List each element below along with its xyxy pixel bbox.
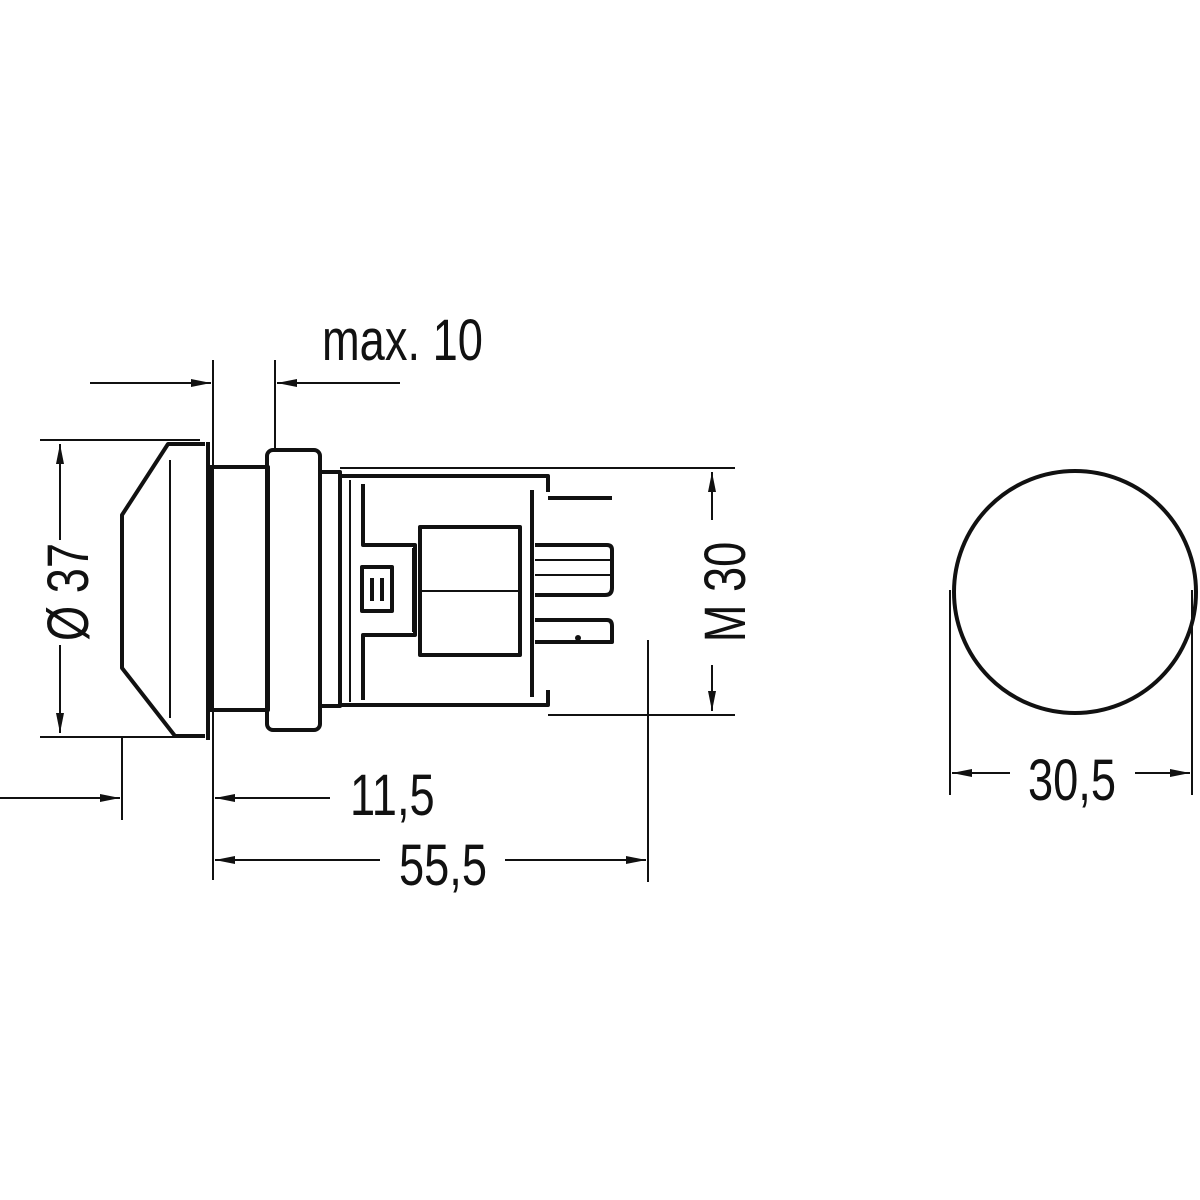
cap-depth-label: 11,5 bbox=[350, 764, 435, 829]
terminal-tab-upper bbox=[535, 543, 614, 597]
indicator-window bbox=[360, 565, 394, 613]
cap-outline bbox=[120, 442, 205, 738]
body-collar bbox=[318, 470, 342, 708]
panel-cutout-circle bbox=[952, 469, 1198, 715]
switch-side-view bbox=[120, 442, 614, 740]
overall-length-label: 55,5 bbox=[399, 834, 487, 899]
housing-inner bbox=[361, 484, 534, 700]
dimension-labels: max. 10 Ø 37 M 30 11,5 55,5 30,5 bbox=[37, 309, 1116, 899]
thread-label: M 30 bbox=[694, 542, 759, 643]
diameter-label: Ø 37 bbox=[37, 543, 102, 641]
mounting-nut bbox=[265, 448, 322, 732]
terminal-hole bbox=[575, 635, 581, 641]
max-depth-label: max. 10 bbox=[322, 309, 483, 374]
body-sleeve bbox=[208, 465, 270, 712]
dimension-lines bbox=[0, 360, 1193, 882]
terminal-tab-lower bbox=[535, 618, 614, 644]
housing bbox=[340, 474, 550, 707]
cutout-diameter-label: 30,5 bbox=[1028, 749, 1116, 814]
